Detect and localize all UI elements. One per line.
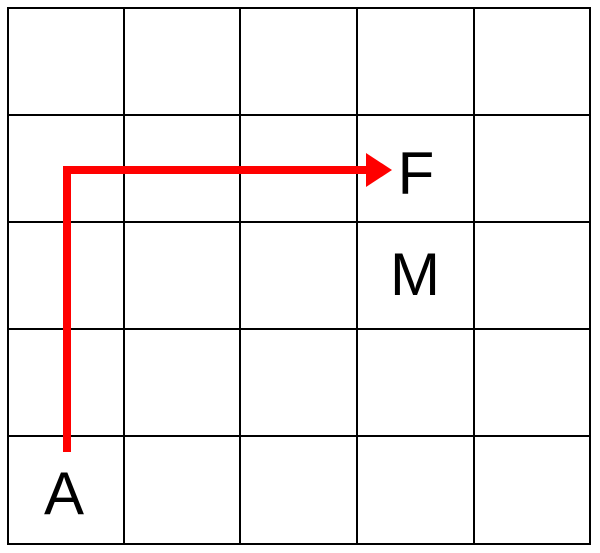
route-line — [63, 166, 368, 452]
cell-label-f: F — [398, 140, 435, 207]
route-path — [63, 153, 392, 452]
cell-label-a: A — [44, 460, 84, 527]
arrowhead-icon — [366, 153, 392, 187]
cell-label-m: M — [390, 241, 440, 308]
grid-lines — [7, 7, 591, 545]
